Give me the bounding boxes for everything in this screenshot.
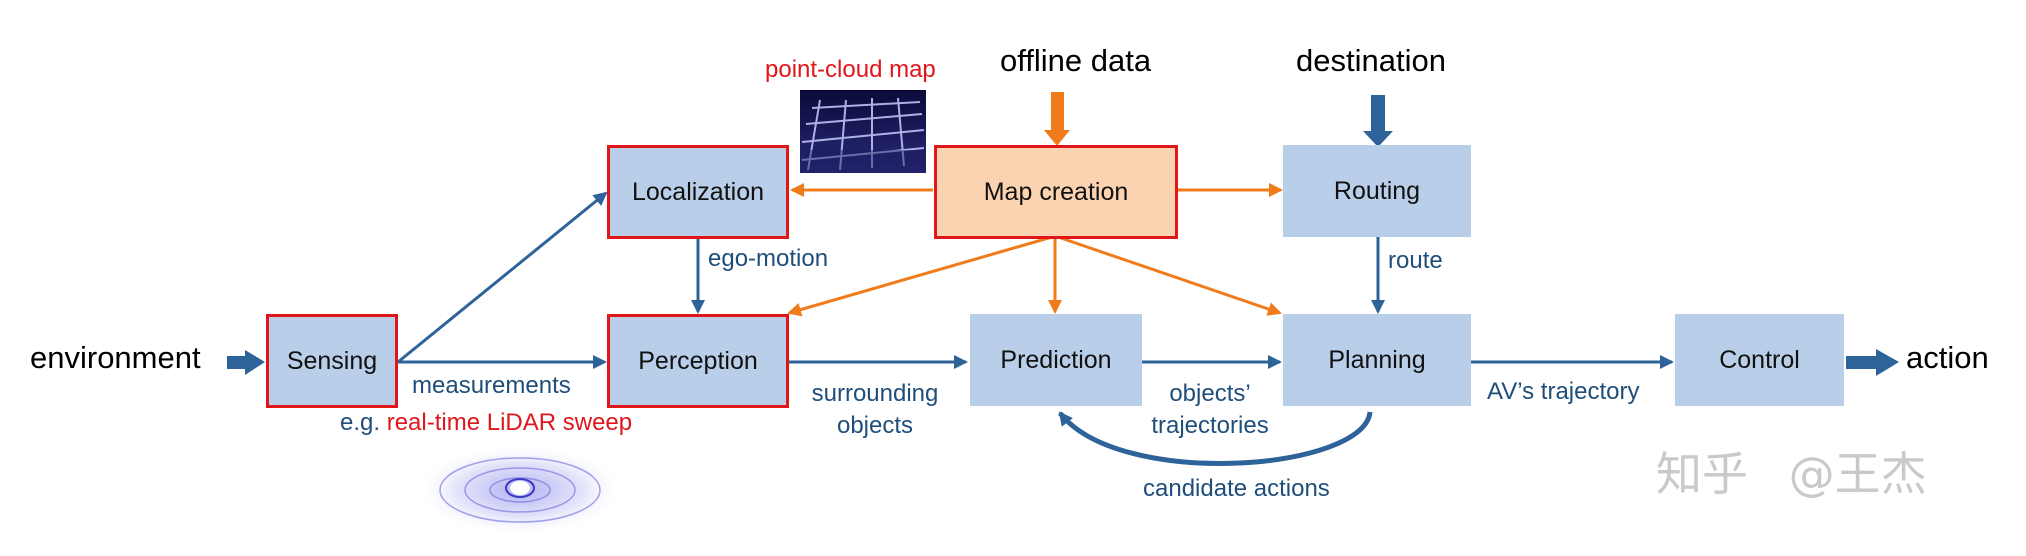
sensing-label: Sensing [286,346,378,375]
localization-box: Localization [607,145,789,239]
measurements-label: measurements [412,372,571,399]
action-label: action [1906,340,1989,375]
prediction-box: Prediction [970,314,1142,406]
environment-arrow [227,350,265,375]
destination-label: destination [1296,43,1446,78]
routing-box: Routing [1283,145,1471,237]
control-label: Control [1719,345,1800,374]
surrounding-line1: surrounding [811,380,939,407]
watermark-author: @王杰 [1788,447,1927,501]
surrounding-objects-label: surrounding objects [800,378,950,442]
sensing-box: Sensing [266,314,398,408]
offline-data-arrow [1044,92,1070,146]
arrow-map-to-perception [787,235,1053,317]
watermark: 知乎 @王杰 [1656,438,1927,504]
environment-label: environment [30,340,201,375]
point-cloud-map-caption: point-cloud map [765,56,936,83]
offline-data-label: offline data [1000,43,1152,78]
arrow-sensing-to-localization [397,191,608,364]
arrow-map-to-planning [1057,235,1282,316]
candidate-actions-label: candidate actions [1143,475,1330,502]
destination-arrow [1363,95,1393,147]
map-creation-box: Map creation [934,145,1178,239]
prediction-label: Prediction [1000,345,1112,374]
planning-box: Planning [1283,314,1471,406]
localization-label: Localization [631,177,765,206]
objects-line1: objects’ [1169,380,1251,407]
lidar-caption: e.g. real-time LiDAR sweep [340,409,632,437]
control-box: Control [1675,314,1844,406]
perception-box: Perception [607,314,789,408]
av-trajectory-label: AV’s trajectory [1487,378,1640,405]
routing-label: Routing [1333,176,1421,205]
arrow-candidate-actions [1058,411,1373,466]
action-arrow [1846,349,1899,376]
lidar-sweep-image [415,445,625,535]
map-creation-label: Map creation [983,177,1129,206]
objects-line2: trajectories [1151,412,1269,439]
watermark-logo-text: 知乎 [1656,447,1748,501]
ego-motion-label: ego-motion [708,245,829,272]
surrounding-line2: objects [836,412,914,439]
lidar-sweep-label: real-time LiDAR sweep [386,409,633,436]
route-label: route [1388,247,1443,274]
eg-prefix: e.g. [340,409,381,436]
planning-label: Planning [1328,345,1426,374]
point-cloud-map-image [800,90,926,173]
objects-trajectories-label: objects’ trajectories [1130,378,1290,442]
perception-label: Perception [638,346,758,375]
